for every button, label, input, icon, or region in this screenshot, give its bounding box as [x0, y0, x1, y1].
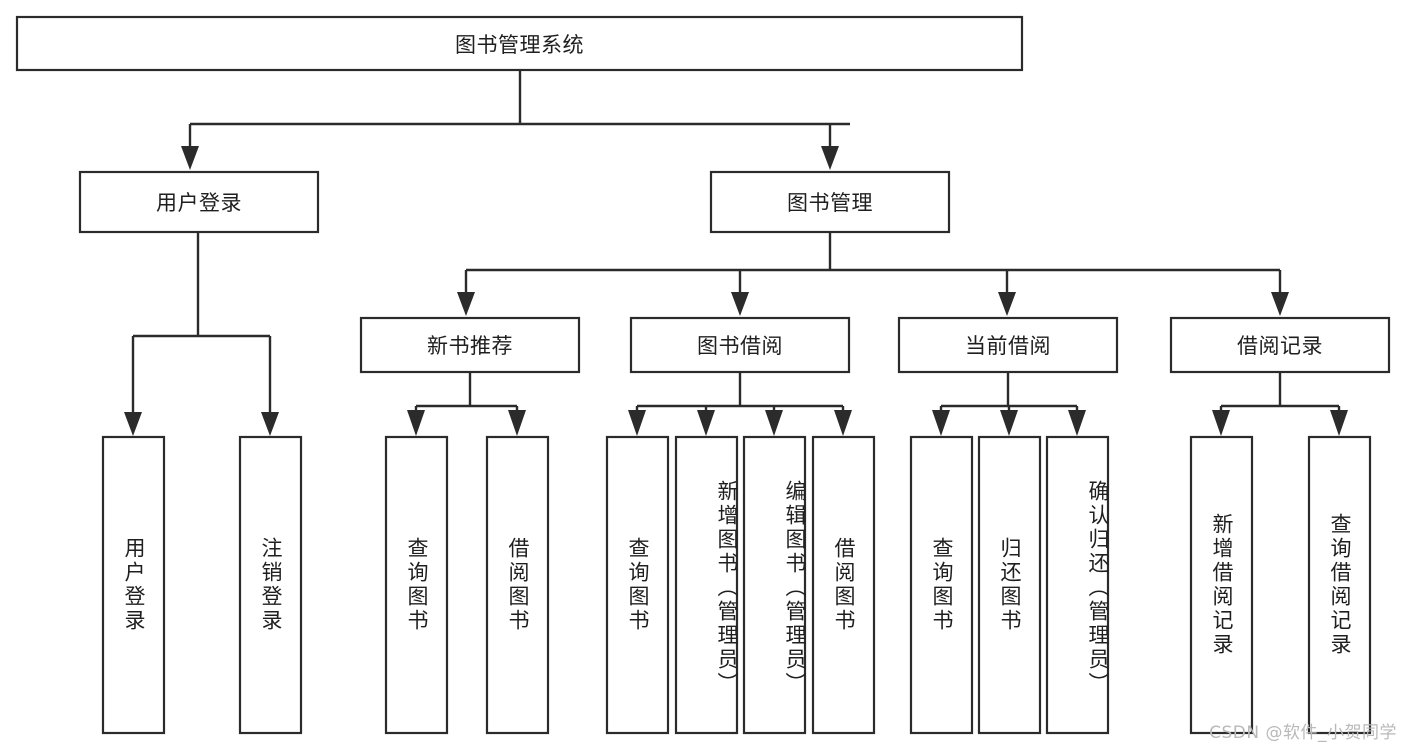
node-box-leaf-borrow-book-1[interactable] [485, 435, 550, 735]
node-box-leaf-add-book[interactable] [674, 435, 739, 735]
node-box-leaf-user-logout[interactable] [238, 435, 303, 735]
node-box-leaf-query-book-3[interactable] [909, 435, 974, 735]
arrow-head-user-login [181, 146, 199, 170]
arrow-head-leaf-add-record [1212, 410, 1230, 436]
connector-group-book-manage [457, 232, 1289, 316]
arrow-head-leaf-return-book [1000, 410, 1018, 436]
connector-group-root [181, 70, 850, 170]
node-box-leaf-query-record[interactable] [1307, 435, 1372, 735]
arrow-head-leaf-add-book [697, 410, 715, 436]
arrow-head-leaf-confirm-return [1068, 410, 1086, 436]
arrow-head-leaf-user-login [124, 412, 142, 436]
node-box-leaf-query-book-2[interactable] [605, 435, 670, 735]
arrow-head-leaf-query-book-3 [932, 410, 950, 436]
node-box-borrow-record[interactable] [1169, 316, 1391, 374]
arrow-head-leaf-query-record [1330, 410, 1348, 436]
node-box-root[interactable] [15, 15, 1024, 72]
connector-group-new-book-rec [407, 372, 526, 436]
node-box-leaf-query-book-1[interactable] [384, 435, 449, 735]
node-box-leaf-add-record[interactable] [1189, 435, 1254, 735]
arrow-head-book-manage [821, 146, 839, 170]
arrow-head-leaf-query-book-1 [407, 410, 425, 436]
arrow-head-leaf-edit-book [765, 410, 783, 436]
node-box-new-book-rec[interactable] [359, 316, 581, 374]
node-box-leaf-edit-book[interactable] [742, 435, 807, 735]
arrow-head-leaf-query-book-2 [628, 410, 646, 436]
arrow-head-leaf-user-logout [261, 412, 279, 436]
node-box-leaf-return-book[interactable] [977, 435, 1042, 735]
arrow-head-book-borrow [731, 292, 749, 316]
node-box-book-manage[interactable] [709, 170, 951, 234]
connector-group-borrow-record [1212, 372, 1348, 436]
connector-group-current-borrow [932, 372, 1086, 436]
node-box-current-borrow[interactable] [897, 316, 1119, 374]
arrow-head-current-borrow [998, 292, 1016, 316]
connector-group-user-login [124, 232, 279, 436]
node-box-leaf-user-login[interactable] [101, 435, 166, 735]
node-box-user-login[interactable] [78, 170, 320, 234]
connector-group-book-borrow [628, 372, 852, 436]
node-box-leaf-confirm-return[interactable] [1045, 435, 1110, 735]
node-box-book-borrow[interactable] [629, 316, 851, 374]
node-box-leaf-borrow-book-2[interactable] [811, 435, 876, 735]
arrow-head-borrow-record [1271, 292, 1289, 316]
arrow-head-leaf-borrow-book-2 [834, 410, 852, 436]
arrow-head-leaf-borrow-book-1 [508, 410, 526, 436]
arrow-head-new-book-rec [457, 292, 475, 316]
